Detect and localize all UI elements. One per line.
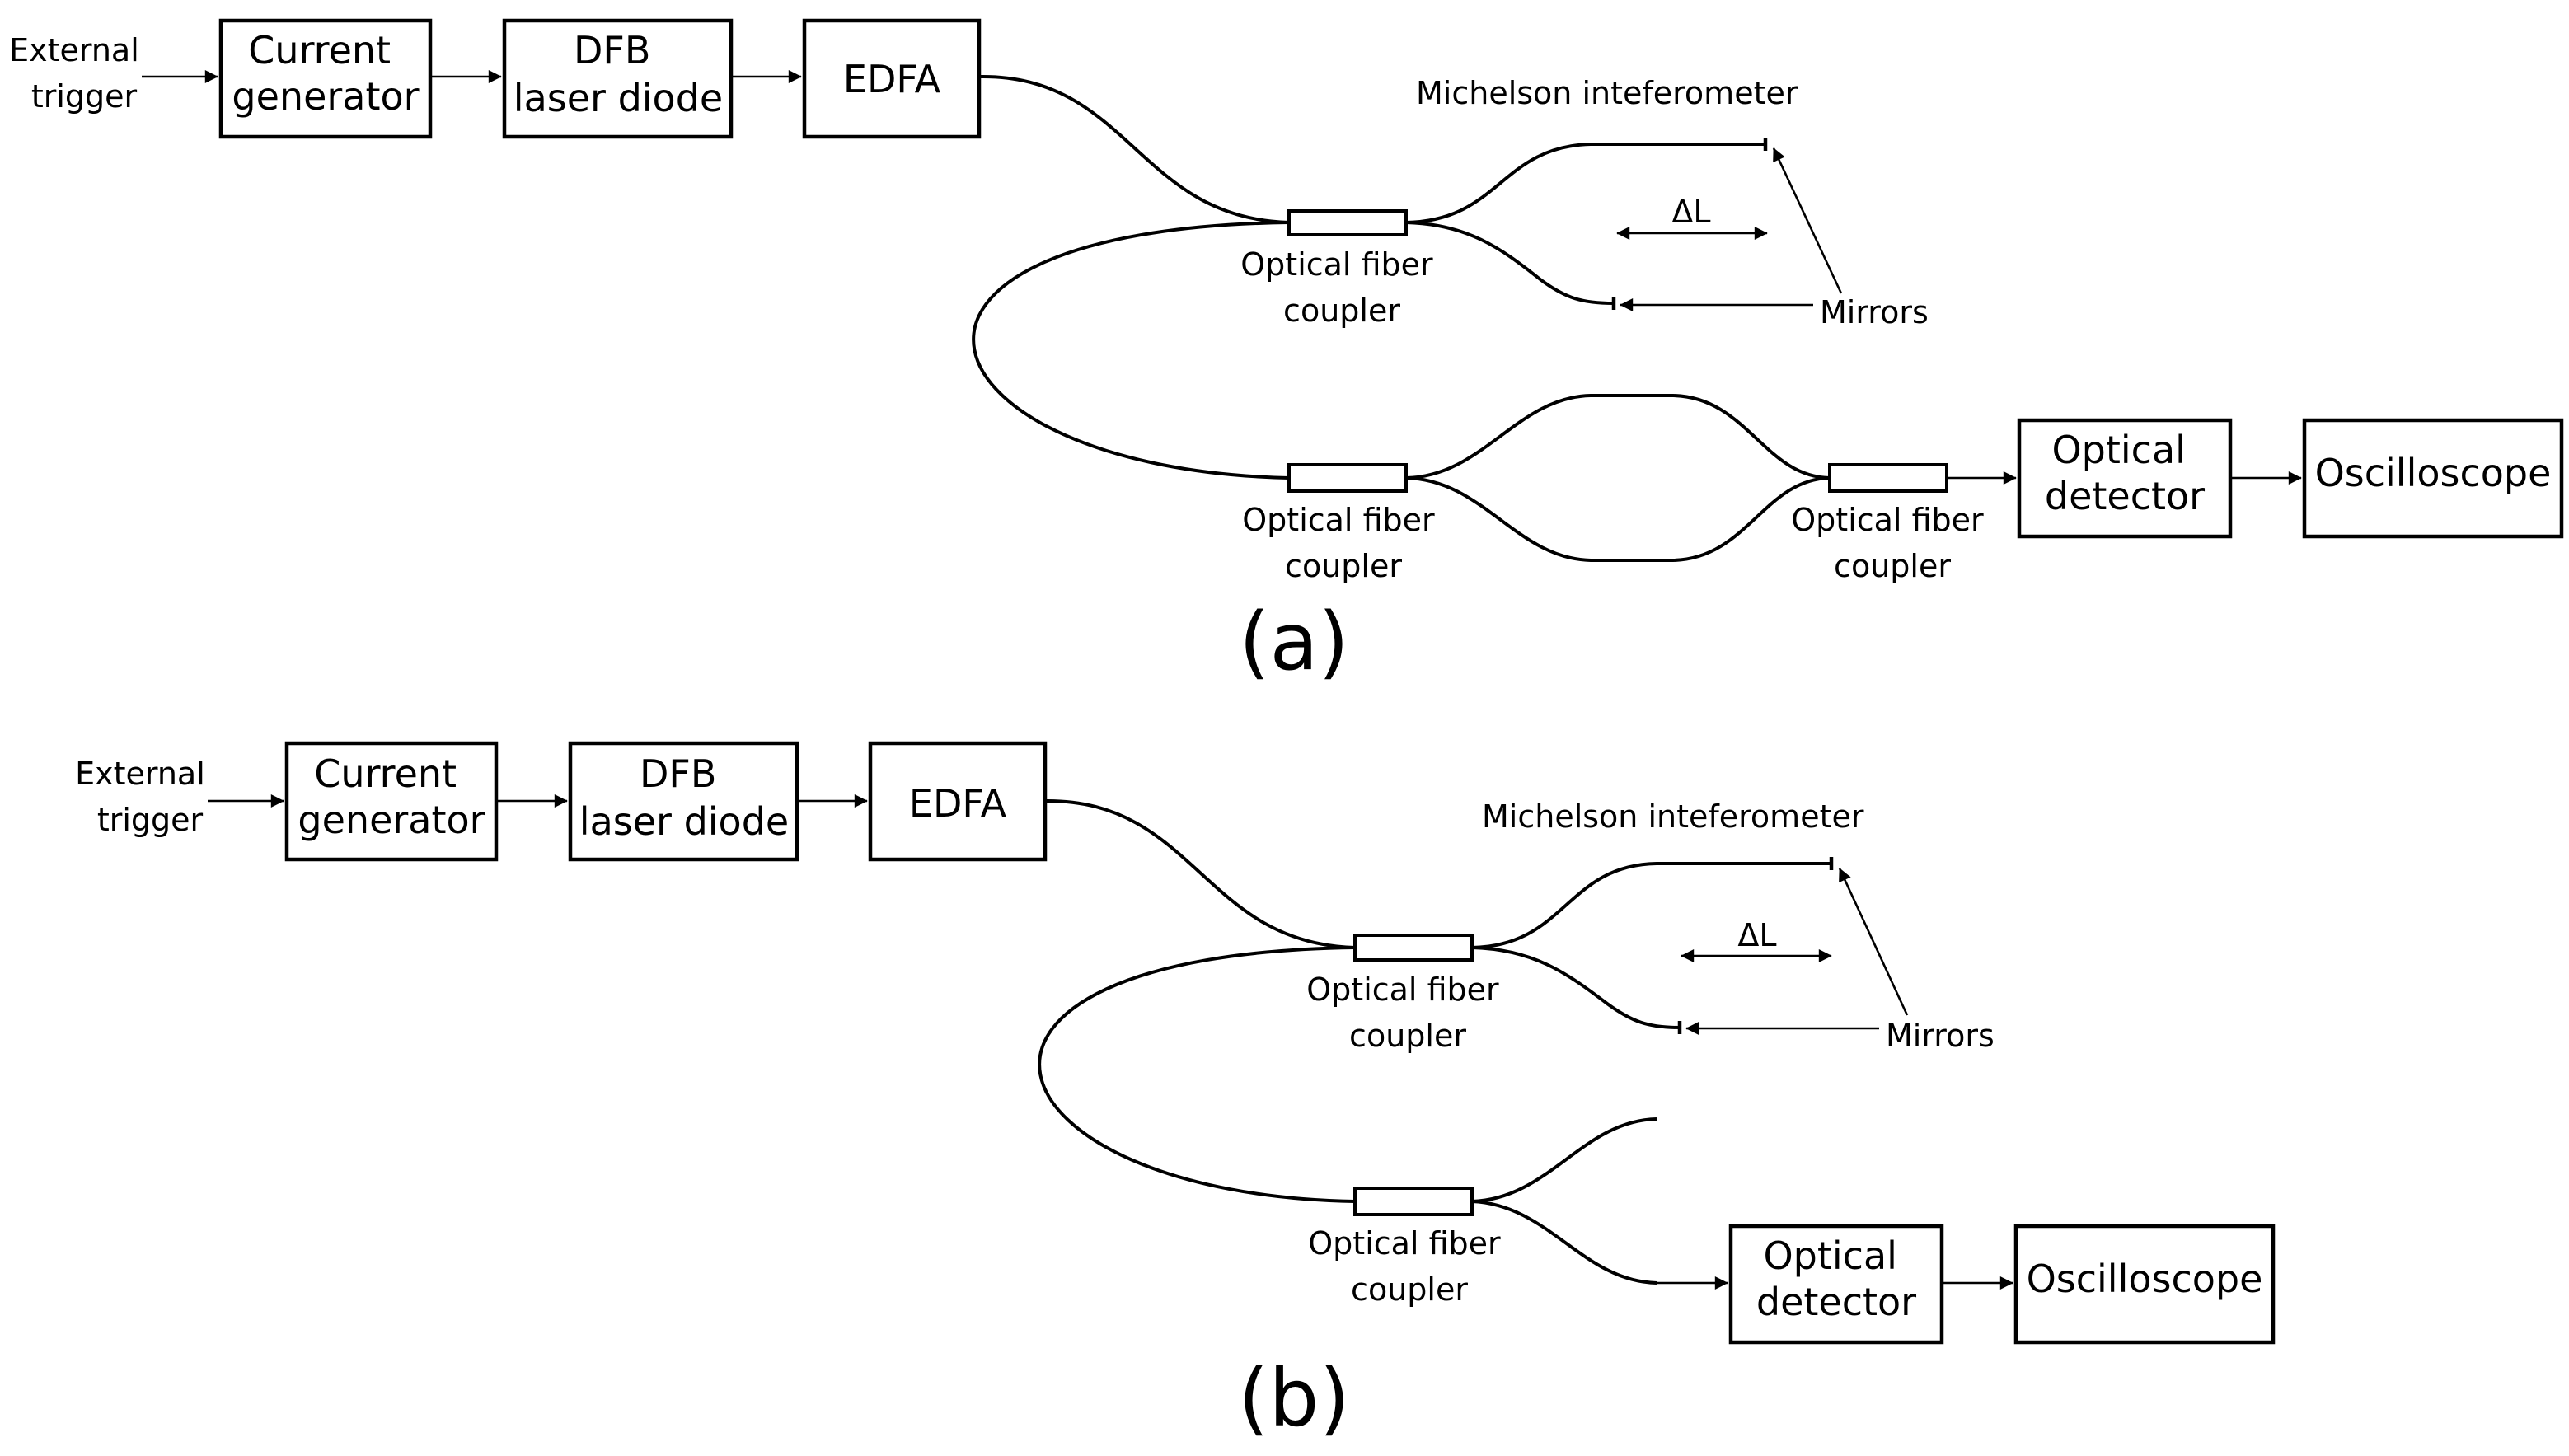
coupler-1 — [1353, 934, 1474, 962]
edfa-to-coupler-fiber — [1044, 798, 1356, 949]
delta-l-label: ΔL — [1737, 917, 1776, 953]
edfa-label: EDFA — [909, 781, 1007, 826]
panel-b: External trigger Current generator DFB l… — [75, 741, 2276, 1444]
delta-l-label: ΔL — [1671, 194, 1710, 230]
coupler-3 — [1828, 463, 1948, 493]
panel-b-label: (b) — [1238, 1352, 1350, 1444]
dfb-laser-box — [568, 741, 799, 862]
dfb-laser-label: DFB laser diode — [579, 751, 789, 844]
loop-fiber — [972, 221, 1290, 480]
panel-a-label: (a) — [1239, 596, 1349, 688]
detector-fiber — [1471, 1200, 1657, 1285]
current-generator-box — [218, 18, 433, 139]
current-generator-label: Current generator — [298, 751, 485, 842]
oscilloscope-box — [2302, 418, 2564, 539]
coupler-2 — [1287, 463, 1408, 493]
michelson-long-arm — [1405, 143, 1765, 224]
optical-detector-label: Optical detector — [2045, 428, 2205, 518]
coupler-2-label: Optical fiber coupler — [1308, 1225, 1510, 1308]
coupler-1-label: Optical fiber coupler — [1240, 246, 1442, 329]
optical-detector-box — [1728, 1224, 1944, 1345]
current-generator-box — [284, 741, 499, 862]
mirrors-label: Mirrors — [1820, 294, 1929, 330]
dfb-laser-box — [502, 18, 734, 139]
panel-a: External trigger Current generator DFB l… — [9, 18, 2564, 688]
dfb-laser-label: DFB laser diode — [513, 28, 723, 120]
mz-lower-arm — [1405, 476, 1831, 562]
coupler-3-label: Optical fiber coupler — [1791, 502, 1993, 584]
edfa-label: EDFA — [843, 57, 941, 101]
coupler-2-label: Optical fiber coupler — [1242, 502, 1444, 584]
michelson-short-arm — [1405, 221, 1615, 305]
current-generator-label: Current generator — [232, 28, 419, 119]
optical-detector-label: Optical detector — [1756, 1234, 1916, 1324]
coupler-2 — [1353, 1187, 1474, 1216]
edfa-box — [802, 18, 982, 139]
mirrors-label: Mirrors — [1886, 1018, 1995, 1054]
michelson-label: Michelson inteferometer — [1416, 75, 1798, 111]
external-trigger-label: External trigger — [9, 32, 149, 115]
open-output-fiber — [1471, 1117, 1657, 1203]
edfa-to-coupler-fiber — [978, 74, 1290, 224]
oscilloscope-label: Oscilloscope — [2315, 451, 2552, 495]
optical-detector-box — [2017, 418, 2233, 539]
edfa-box — [868, 741, 1048, 862]
michelson-label: Michelson inteferometer — [1482, 798, 1864, 835]
mirror-pointer-long — [1772, 147, 1843, 294]
michelson-long-arm — [1471, 862, 1831, 949]
loop-fiber — [1038, 946, 1356, 1203]
coupler-1 — [1287, 209, 1408, 236]
coupler-1-label: Optical fiber coupler — [1306, 971, 1508, 1054]
michelson-short-arm — [1471, 946, 1681, 1029]
mz-upper-arm — [1405, 394, 1831, 480]
oscilloscope-label: Oscilloscope — [2027, 1257, 2263, 1301]
external-trigger-label: External trigger — [75, 756, 215, 838]
oscilloscope-box — [2013, 1224, 2276, 1345]
mirror-pointer-long — [1838, 868, 1909, 1016]
